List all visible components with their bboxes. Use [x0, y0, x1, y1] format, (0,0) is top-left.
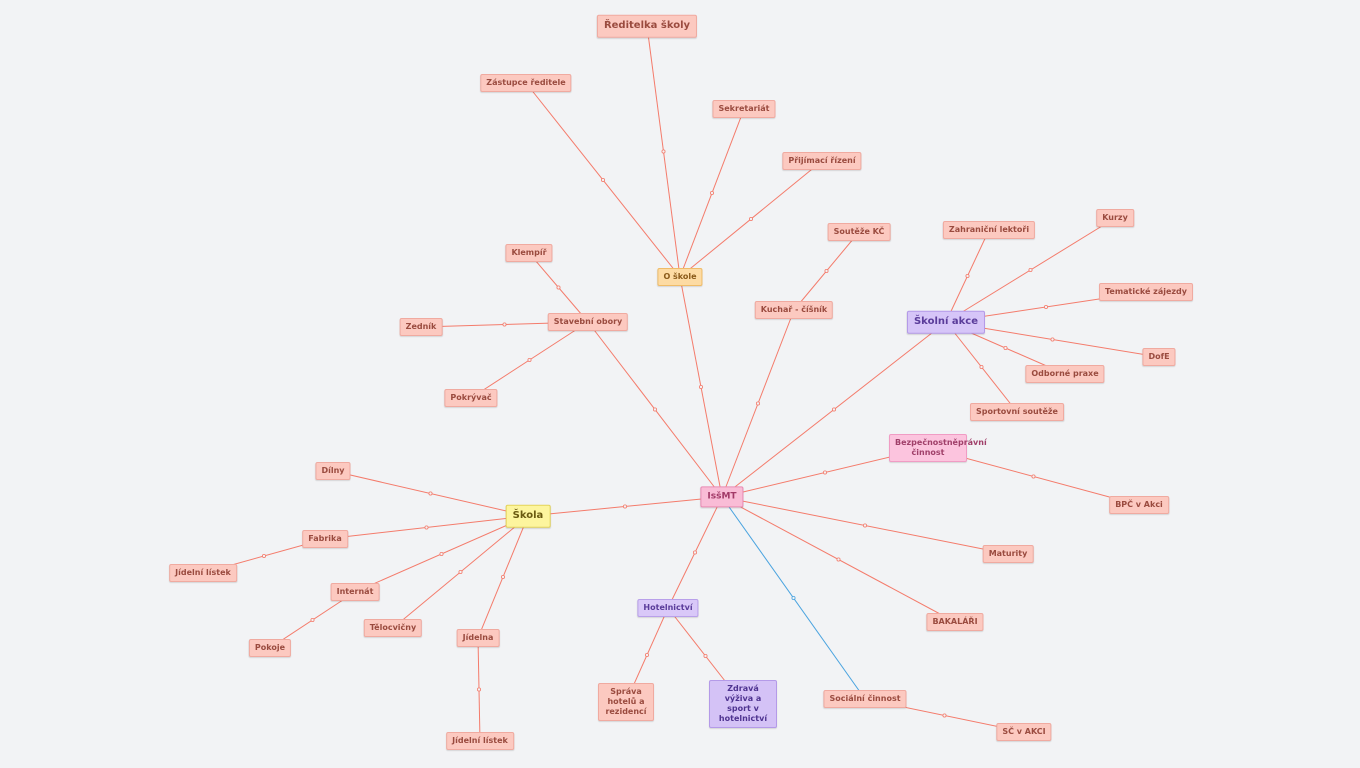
- connector-midpoint-stavebni-zednik[interactable]: [502, 322, 507, 327]
- node-bakalari[interactable]: BAKALÁŘI: [926, 613, 984, 631]
- connector-midpoint-onas-zastupce[interactable]: [601, 177, 606, 182]
- connector-midpoint-root-akce[interactable]: [832, 407, 837, 412]
- node-pokoje[interactable]: Pokoje: [248, 639, 292, 657]
- connector-midpoint-socialni-sc_akci[interactable]: [942, 713, 947, 718]
- node-odborne-praxe[interactable]: Odborné praxe: [1025, 365, 1105, 383]
- connector-midpoint-akce-sport_souteze[interactable]: [979, 364, 984, 369]
- connector-midpoint-akce-kurzy[interactable]: [1028, 267, 1033, 272]
- connector-midpoint-stavebni-pokryvac[interactable]: [527, 357, 532, 362]
- connector-midpoint-onas-prijimaci[interactable]: [749, 216, 754, 221]
- node-skolni-akce[interactable]: Školní akce: [906, 310, 986, 334]
- node-skola[interactable]: Škola: [505, 504, 551, 528]
- node-reditelka-skoly[interactable]: Ředitelka školy: [596, 14, 698, 38]
- connector-midpoint-skola-dilny[interactable]: [428, 491, 433, 496]
- node-fabrika[interactable]: Fabrika: [302, 530, 348, 548]
- node-tematicke-zajezdy[interactable]: Tematické zájezdy: [1099, 283, 1193, 301]
- connector-midpoint-root-hotel[interactable]: [693, 550, 698, 555]
- connector-midpoint-skola-fabrika[interactable]: [424, 525, 429, 530]
- connector-midpoint-root-bakalari[interactable]: [836, 557, 841, 562]
- node-sc-v-akci[interactable]: SČ v AKCI: [996, 723, 1052, 741]
- connector-midpoint-onas-sekretariat[interactable]: [710, 190, 715, 195]
- connector-midpoint-akce-dofe[interactable]: [1050, 337, 1055, 342]
- connector-midpoint-jidelna-listek2[interactable]: [476, 687, 481, 692]
- node-zastupce-reditele[interactable]: Zástupce ředitele: [480, 74, 572, 92]
- node-maturity[interactable]: Maturity: [982, 545, 1034, 563]
- connector-midpoint-root-skola[interactable]: [623, 504, 628, 509]
- node-zdrava-vyziva[interactable]: Zdravá výživa a sport v hotelnictví: [709, 680, 777, 728]
- node-kuchar-cisnik[interactable]: Kuchař - číšník: [754, 301, 834, 319]
- node-bpc-v-akci[interactable]: BPČ v Akci: [1109, 496, 1169, 514]
- node-klempir[interactable]: Klempíř: [505, 244, 553, 262]
- connector-midpoint-akce-praxe[interactable]: [1003, 345, 1008, 350]
- connector-midpoint-akce-lektori[interactable]: [965, 273, 970, 278]
- node-sekretariat[interactable]: Sekretariát: [712, 100, 776, 118]
- connector-midpoint-akce-zajezdy[interactable]: [1044, 304, 1049, 309]
- connector-midpoint-stavebni-klempir[interactable]: [556, 285, 561, 290]
- node-prijimaci-rizeni[interactable]: Přijímací řízení: [782, 152, 862, 170]
- connector-midpoint-root-kuchar[interactable]: [756, 401, 761, 406]
- connector-midpoint-hotel-zdrava[interactable]: [703, 654, 708, 659]
- node-sportovni-souteze[interactable]: Sportovní soutěže: [970, 403, 1064, 421]
- node-jidelni-listek-jidelna[interactable]: Jídelní lístek: [446, 732, 514, 750]
- connector-midpoint-hotel-sprava[interactable]: [645, 653, 650, 658]
- node-zahranicni-lektori[interactable]: Zahraniční lektoři: [942, 221, 1036, 239]
- connector-midpoint-skola-telocvicny[interactable]: [458, 570, 463, 575]
- node-bezpecnostnepravni-cinnost[interactable]: Bezpečnostněprávní činnost: [889, 434, 987, 462]
- node-hotelnictvi[interactable]: Hotelnictví: [637, 599, 699, 617]
- node-socialni-cinnost[interactable]: Sociální činnost: [823, 690, 907, 708]
- node-pokryvac[interactable]: Pokrývač: [444, 389, 498, 407]
- connector-midpoint-skola-internat[interactable]: [439, 552, 444, 557]
- node-zednik[interactable]: Zedník: [399, 318, 443, 336]
- node-stavebni-obory[interactable]: Stavební obory: [547, 313, 629, 331]
- connector-midpoint-bezp-bpc[interactable]: [1031, 474, 1036, 479]
- node-internat[interactable]: Internát: [330, 583, 380, 601]
- connector-midpoint-fabrika-listek1[interactable]: [261, 554, 266, 559]
- connector-midpoint-kuchar-souteze_kc[interactable]: [824, 268, 829, 273]
- connector-midpoint-onas-reditelka[interactable]: [661, 149, 666, 154]
- connector-midpoint-skola-jidelna[interactable]: [500, 575, 505, 580]
- connector-midpoint-root-bezp[interactable]: [823, 470, 828, 475]
- node-jidelna[interactable]: Jídelna: [456, 629, 500, 647]
- node-kurzy[interactable]: Kurzy: [1096, 209, 1134, 227]
- connector-midpoint-root-stavebni[interactable]: [653, 407, 658, 412]
- node-jidelni-listek-fabrika[interactable]: Jídelní lístek: [169, 564, 237, 582]
- node-o-skole[interactable]: O škole: [657, 268, 703, 286]
- connector-midpoint-root-socialni[interactable]: [791, 596, 796, 601]
- node-telocvicny[interactable]: Tělocvičny: [363, 619, 423, 637]
- connector-midpoint-internat-pokoje[interactable]: [310, 618, 315, 623]
- node-root[interactable]: IsšMT: [700, 486, 744, 508]
- node-dilny[interactable]: Dílny: [315, 462, 351, 480]
- connector-midpoint-root-maturity[interactable]: [863, 523, 868, 528]
- node-sprava-hotelu[interactable]: Správa hotelů a rezidencí: [598, 683, 654, 721]
- node-souteze-kc[interactable]: Soutěže KČ: [827, 223, 891, 241]
- connector-midpoint-root-onas[interactable]: [699, 384, 704, 389]
- node-dofe[interactable]: DofE: [1142, 348, 1176, 366]
